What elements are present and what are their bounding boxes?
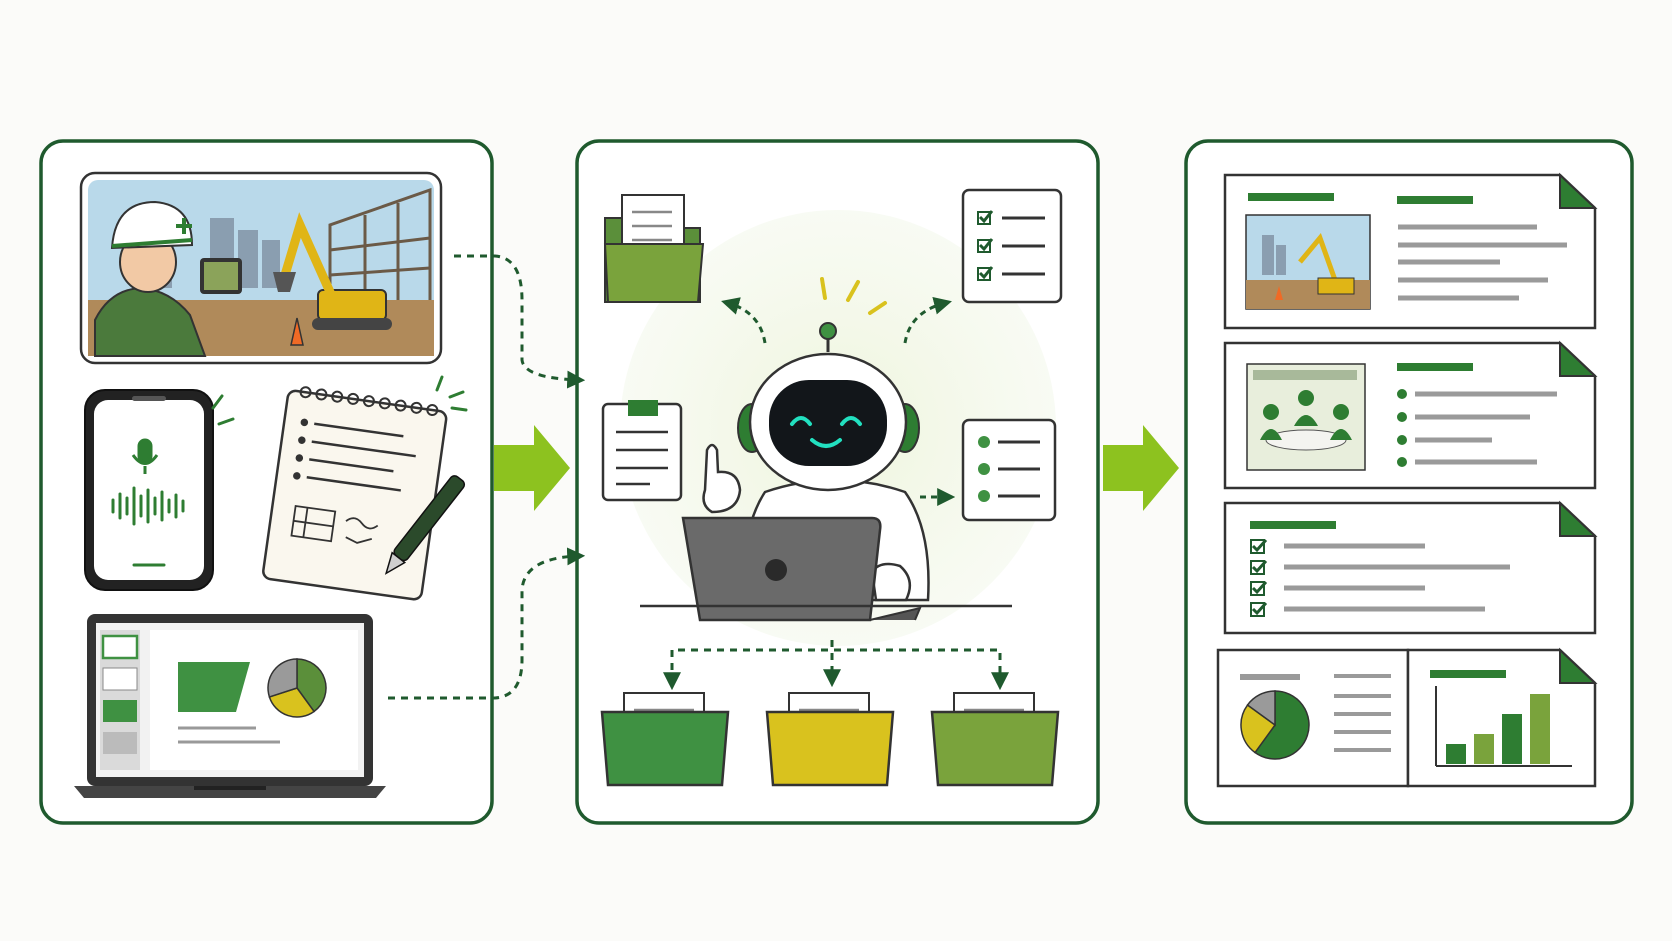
laptop-presentation bbox=[74, 614, 386, 798]
robot-hand-right bbox=[870, 562, 912, 602]
sparkle-marks bbox=[211, 394, 235, 426]
yellow-tray bbox=[765, 692, 895, 787]
worker bbox=[94, 200, 242, 357]
note-lines bbox=[293, 418, 416, 492]
folder-icon bbox=[603, 194, 705, 303]
input-dashed-connectors bbox=[388, 254, 586, 700]
robot-face-screen bbox=[769, 380, 887, 466]
document-with-tab bbox=[601, 400, 683, 502]
report-pie-chart bbox=[1240, 690, 1310, 760]
green-tray bbox=[600, 692, 730, 787]
slice-green bbox=[1253, 690, 1310, 760]
tray-dashed-arrows bbox=[663, 640, 1009, 691]
report-photo-thumbnail bbox=[1245, 214, 1371, 310]
checklist-document bbox=[961, 188, 1063, 304]
meeting-illustration bbox=[1246, 363, 1366, 471]
sound-wave-icon bbox=[111, 486, 185, 526]
processing-to-output-arrow bbox=[1103, 425, 1179, 511]
slide-shape bbox=[178, 662, 250, 712]
bar-4 bbox=[1530, 694, 1550, 764]
checklist-doc bbox=[1223, 500, 1598, 635]
construction-site-photo bbox=[79, 171, 443, 365]
slice-gray bbox=[1246, 690, 1276, 727]
hard-hat bbox=[110, 200, 194, 250]
laptop-base bbox=[74, 786, 386, 798]
olive-tray bbox=[930, 692, 1060, 787]
traffic-cone bbox=[290, 317, 304, 346]
laptop-pie-chart bbox=[267, 658, 327, 718]
idea-sparks bbox=[820, 277, 887, 315]
spiral-binding bbox=[299, 386, 439, 417]
excavator bbox=[273, 212, 392, 330]
microphone-icon bbox=[131, 438, 159, 474]
robot-laptop bbox=[681, 516, 922, 622]
photo-report-doc bbox=[1223, 172, 1598, 330]
pen-icon bbox=[384, 475, 466, 575]
slide-thumbnails bbox=[100, 630, 140, 770]
bar-3 bbox=[1502, 714, 1522, 764]
robot-hand-pointing bbox=[702, 443, 742, 514]
input-to-processing-arrow bbox=[494, 425, 570, 511]
laptop-slice-gray bbox=[267, 658, 298, 698]
laptop-slice-yellow bbox=[268, 687, 316, 718]
meeting-minutes-doc bbox=[1223, 340, 1598, 490]
laptop-slice-green bbox=[296, 658, 327, 713]
robot-dashed-arrows bbox=[721, 296, 956, 506]
chart-report-doc bbox=[1216, 647, 1598, 788]
bar-2 bbox=[1474, 734, 1494, 764]
smartphone-voice-memo bbox=[84, 389, 235, 591]
robot-eyes bbox=[790, 416, 862, 448]
building-under-construction bbox=[328, 187, 432, 300]
output-trays bbox=[600, 692, 1060, 787]
antenna-icon bbox=[819, 322, 837, 340]
bullet-list-document bbox=[961, 418, 1057, 522]
handwritten-notebook bbox=[262, 375, 468, 601]
report-bar-chart bbox=[1446, 694, 1550, 764]
slice-yellow bbox=[1240, 703, 1277, 754]
sparkle-marks bbox=[435, 375, 468, 412]
bar-1 bbox=[1446, 744, 1466, 764]
sketch-diagram bbox=[290, 504, 379, 544]
